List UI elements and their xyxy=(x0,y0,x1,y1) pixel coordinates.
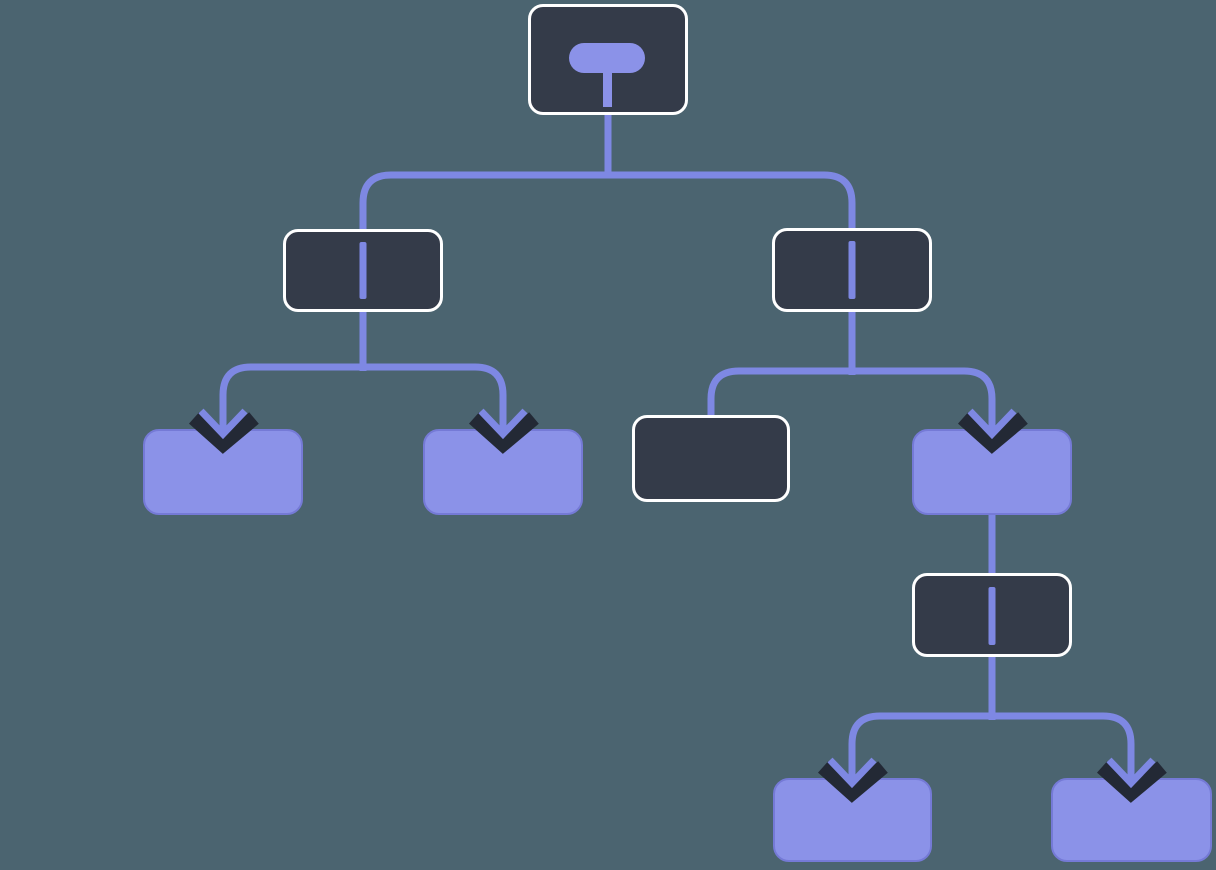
edge-left-subtree-bar xyxy=(219,363,507,407)
node-branch-left[interactable] xyxy=(283,229,443,312)
arrow-down-icon xyxy=(817,754,888,803)
arrow-down-icon xyxy=(957,405,1028,454)
node-branch-bottom[interactable] xyxy=(912,573,1072,657)
root-pill-shape xyxy=(569,43,645,73)
edge-top-bar xyxy=(359,171,856,235)
edge-bottom-bar xyxy=(848,712,1135,756)
arrow-down-icon xyxy=(188,405,259,454)
node-root[interactable] xyxy=(528,4,688,115)
branch-divider-line xyxy=(359,242,367,299)
node-branch-right[interactable] xyxy=(772,228,932,312)
arrow-down-icon xyxy=(1096,754,1167,803)
arrow-down-icon xyxy=(468,405,539,454)
root-pill-stem xyxy=(603,69,612,107)
branch-divider-line xyxy=(988,587,996,645)
branch-divider-line xyxy=(848,241,856,299)
node-plain-dark[interactable] xyxy=(632,415,790,502)
edge-right-subtree-bar xyxy=(707,367,996,420)
